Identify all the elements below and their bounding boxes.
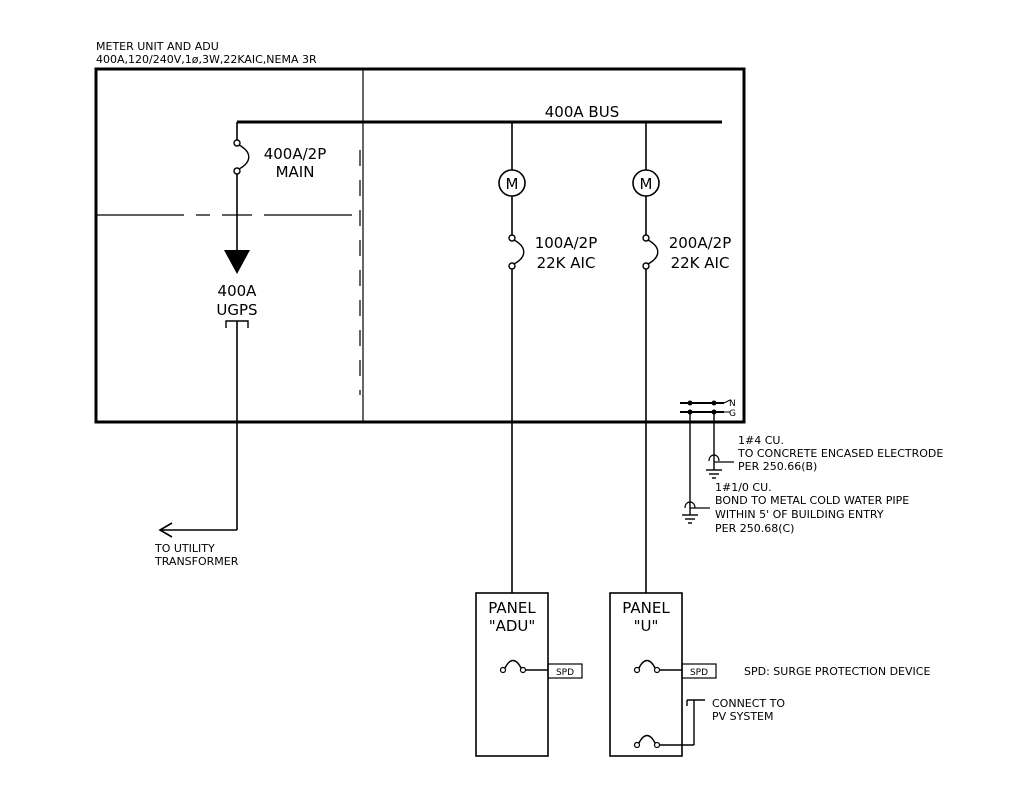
panel-adu-spd: SPD	[556, 668, 574, 678]
panel-u-spd: SPD	[690, 668, 708, 678]
meter-adu-symbol: M	[506, 175, 519, 193]
meter-unit-rating: 400A,120/240V,1ø,3W,22KAIC,NEMA 3R	[96, 53, 317, 66]
breaker-u-rating: 200A/2P	[669, 234, 732, 252]
panel-adu-spd-box	[547, 663, 583, 679]
ground-note-2-line3: WITHIN 5' OF BUILDING ENTRY	[715, 508, 884, 521]
ground-symbol-1-icon	[706, 462, 722, 479]
ground-note-2-conductor: 1#1/0 CU.	[715, 481, 772, 494]
ugps-rating: 400A	[218, 282, 258, 300]
ugps-connector-icon	[225, 320, 249, 530]
ground-terminal-label: G	[729, 409, 736, 419]
ugps-label: UGPS	[216, 301, 257, 319]
panel-u-name: "U"	[634, 617, 659, 635]
ground-note-1-line2: TO CONCRETE ENCASED ELECTRODE	[737, 447, 943, 460]
utility-note-line2: TRANSFORMER	[154, 555, 239, 568]
breaker-u-aic: 22K AIC	[671, 254, 730, 272]
pv-note-line1: CONNECT TO	[712, 697, 785, 710]
meter-unit-title: METER UNIT AND ADU	[96, 40, 219, 53]
u-branch	[632, 122, 660, 593]
panel-adu-title: PANEL	[488, 599, 536, 617]
panel-u-title: PANEL	[622, 599, 670, 617]
panel-u-spd-box	[681, 663, 717, 679]
ugps-arrow-icon	[224, 250, 250, 274]
pv-breaker-icon	[633, 699, 705, 749]
breaker-adu-aic: 22K AIC	[537, 254, 596, 272]
panel-u-breaker-icon	[633, 659, 682, 674]
water-pipe-bond-conductor	[684, 412, 710, 509]
ground-bar-icon	[680, 399, 731, 415]
ground-note-1-conductor: 1#4 CU.	[738, 434, 784, 447]
utility-note-line1: TO UTILITY	[154, 542, 215, 555]
adu-branch	[498, 122, 526, 593]
ground-note-2-line2: BOND TO METAL COLD WATER PIPE	[715, 494, 909, 507]
bus-label: 400A BUS	[545, 103, 619, 121]
panel-adu-breaker-icon	[499, 659, 548, 674]
grounding-electrode-conductor	[708, 412, 734, 463]
breaker-adu-rating: 100A/2P	[535, 234, 598, 252]
ground-symbol-2-icon	[682, 508, 698, 524]
utility-feed-line	[158, 522, 237, 538]
main-breaker-rating: 400A/2P	[264, 145, 327, 163]
main-breaker	[233, 122, 250, 250]
main-breaker-label: MAIN	[276, 163, 315, 181]
neutral-terminal-label: N	[729, 399, 736, 409]
meter-unit-enclosure	[94, 67, 746, 424]
meter-u-symbol: M	[640, 175, 653, 193]
ground-note-2-line4: PER 250.68(C)	[715, 522, 794, 535]
spd-legend: SPD: SURGE PROTECTION DEVICE	[744, 665, 930, 678]
panel-adu-name: "ADU"	[489, 617, 536, 635]
pv-note-line2: PV SYSTEM	[712, 710, 774, 723]
ground-note-1-line3: PER 250.66(B)	[738, 460, 817, 473]
